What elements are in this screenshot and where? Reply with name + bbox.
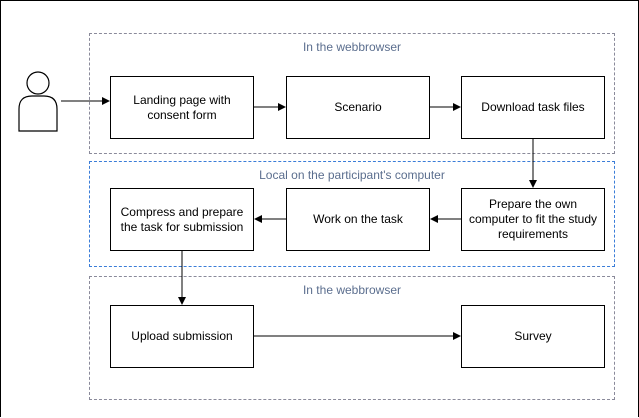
person-icon [18,71,58,132]
region-label: In the webbrowser [302,40,402,54]
node-scenario: Scenario [286,76,430,139]
node-prepare-computer: Prepare the own computer to fit the stud… [461,188,605,251]
region-webbrowser-top: In the webbrowser [89,33,615,154]
region-local-computer: Local on the participant's computer [89,161,615,267]
node-download-task-files: Download task files [461,76,605,139]
region-label: Local on the participant's computer [259,168,445,182]
node-upload-submission: Upload submission [110,305,254,368]
node-work-on-task: Work on the task [286,188,430,251]
node-compress-prepare: Compress and prepare the task for submis… [110,188,254,251]
region-label: In the webbrowser [302,283,402,297]
node-landing-page: Landing page with consent form [110,76,254,139]
region-webbrowser-bottom: In the webbrowser [89,276,615,400]
node-survey: Survey [461,305,605,368]
